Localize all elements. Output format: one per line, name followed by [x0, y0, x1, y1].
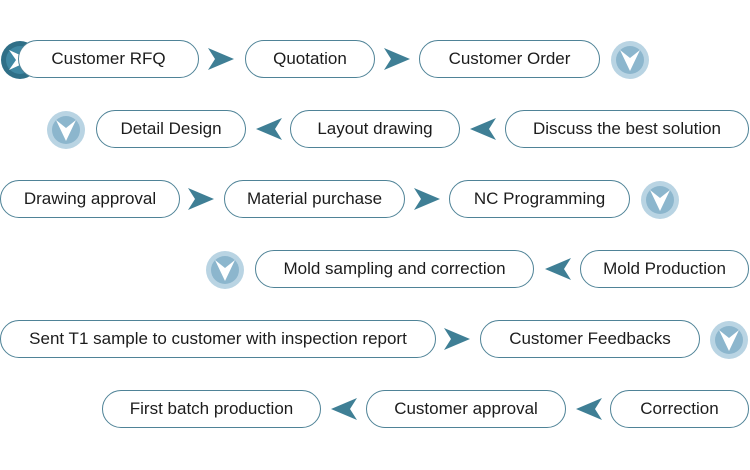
- step-customer-approval: Customer approval: [366, 390, 566, 428]
- arrow-down-icon: [641, 181, 679, 219]
- arrow-right-icon: [208, 48, 234, 70]
- step-mold-sampling: Mold sampling and correction: [255, 250, 534, 288]
- arrow-left-icon: [331, 398, 357, 420]
- step-customer-feedbacks: Customer Feedbacks: [480, 320, 700, 358]
- arrow-down-icon: [47, 111, 85, 149]
- arrow-right-icon: [384, 48, 410, 70]
- arrow-left-icon: [545, 258, 571, 280]
- arrow-right-icon: [188, 188, 214, 210]
- step-correction: Correction: [610, 390, 749, 428]
- step-nc-programming: NC Programming: [449, 180, 630, 218]
- step-detail-design: Detail Design: [96, 110, 246, 148]
- step-layout-drawing: Layout drawing: [290, 110, 460, 148]
- step-first-batch: First batch production: [102, 390, 321, 428]
- step-drawing-approval: Drawing approval: [0, 180, 180, 218]
- arrow-left-icon: [256, 118, 282, 140]
- step-customer-order: Customer Order: [419, 40, 600, 78]
- arrow-right-icon: [414, 188, 440, 210]
- arrow-down-icon: [611, 41, 649, 79]
- step-sent-t1-sample: Sent T1 sample to customer with inspecti…: [0, 320, 436, 358]
- arrow-down-icon: [206, 251, 244, 289]
- arrow-left-icon: [470, 118, 496, 140]
- step-mold-production: Mold Production: [580, 250, 749, 288]
- arrow-down-icon: [710, 321, 748, 359]
- step-material-purchase: Material purchase: [224, 180, 405, 218]
- step-discuss-solution: Discuss the best solution: [505, 110, 749, 148]
- step-customer-rfq: Customer RFQ: [18, 40, 199, 78]
- arrow-right-icon: [444, 328, 470, 350]
- arrow-left-icon: [576, 398, 602, 420]
- step-quotation: Quotation: [245, 40, 375, 78]
